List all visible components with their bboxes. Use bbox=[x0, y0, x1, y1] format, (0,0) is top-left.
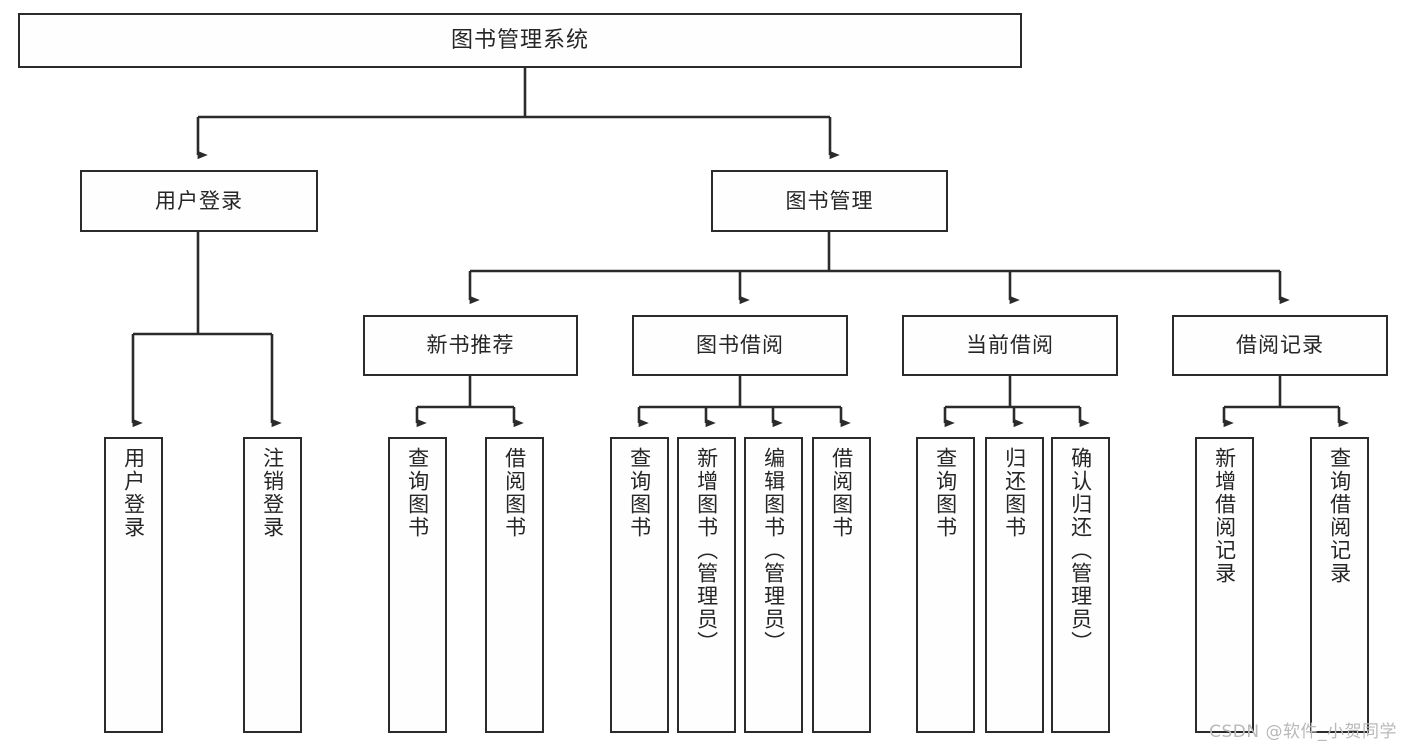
leaf-query-book-3-label: 查询图书 bbox=[933, 447, 958, 539]
leaf-add-borrow-record-label: 新增借阅记录 bbox=[1212, 447, 1237, 585]
leaf-user-login-label: 用户登录 bbox=[121, 447, 146, 539]
leaf-return-book[interactable]: 归还图书 bbox=[985, 437, 1044, 733]
node-root-label: 图书管理系统 bbox=[450, 27, 589, 53]
leaf-borrow-book-1-label: 借阅图书 bbox=[502, 447, 527, 539]
leaf-borrow-book-2[interactable]: 借阅图书 bbox=[812, 437, 871, 733]
node-new-book-recommend-label: 新书推荐 bbox=[426, 333, 515, 358]
node-borrow-record-label: 借阅记录 bbox=[1236, 333, 1324, 358]
leaf-query-book-3[interactable]: 查询图书 bbox=[916, 437, 975, 733]
node-book-borrow-label: 图书借阅 bbox=[696, 333, 784, 358]
node-borrow-record[interactable]: 借阅记录 bbox=[1172, 315, 1388, 376]
node-current-borrow-label: 当前借阅 bbox=[966, 333, 1054, 358]
leaf-query-borrow-record[interactable]: 查询借阅记录 bbox=[1310, 437, 1369, 733]
leaf-return-book-label: 归还图书 bbox=[1002, 447, 1027, 539]
leaf-confirm-return-label: 确认归还（管理员） bbox=[1068, 447, 1093, 654]
leaf-edit-book-label: 编辑图书（管理员） bbox=[761, 447, 786, 654]
leaf-edit-book[interactable]: 编辑图书（管理员） bbox=[744, 437, 803, 733]
leaf-logout-label: 注销登录 bbox=[260, 447, 285, 539]
node-user-login-label: 用户登录 bbox=[155, 188, 243, 213]
leaf-query-book-1-label: 查询图书 bbox=[405, 447, 430, 539]
leaf-query-borrow-record-label: 查询借阅记录 bbox=[1327, 447, 1352, 585]
leaf-add-borrow-record[interactable]: 新增借阅记录 bbox=[1195, 437, 1254, 733]
leaf-query-book-1[interactable]: 查询图书 bbox=[388, 437, 447, 733]
csdn-watermark: CSDN @软件_小贺同学 bbox=[1209, 722, 1397, 742]
leaf-add-book-label: 新增图书（管理员） bbox=[694, 447, 719, 654]
node-new-book-recommend[interactable]: 新书推荐 bbox=[363, 315, 578, 376]
leaf-query-book-2[interactable]: 查询图书 bbox=[610, 437, 669, 733]
leaf-user-login[interactable]: 用户登录 bbox=[104, 437, 163, 733]
node-root[interactable]: 图书管理系统 bbox=[18, 13, 1022, 68]
leaf-borrow-book-2-label: 借阅图书 bbox=[829, 447, 854, 539]
leaf-add-book[interactable]: 新增图书（管理员） bbox=[677, 437, 736, 733]
node-book-borrow[interactable]: 图书借阅 bbox=[632, 315, 848, 376]
leaf-query-book-2-label: 查询图书 bbox=[627, 447, 652, 539]
node-book-manage[interactable]: 图书管理 bbox=[711, 170, 948, 232]
node-book-manage-label: 图书管理 bbox=[785, 188, 874, 213]
node-user-login[interactable]: 用户登录 bbox=[80, 170, 318, 232]
node-current-borrow[interactable]: 当前借阅 bbox=[902, 315, 1118, 376]
leaf-borrow-book-1[interactable]: 借阅图书 bbox=[485, 437, 544, 733]
leaf-confirm-return[interactable]: 确认归还（管理员） bbox=[1051, 437, 1110, 733]
leaf-logout[interactable]: 注销登录 bbox=[243, 437, 302, 733]
